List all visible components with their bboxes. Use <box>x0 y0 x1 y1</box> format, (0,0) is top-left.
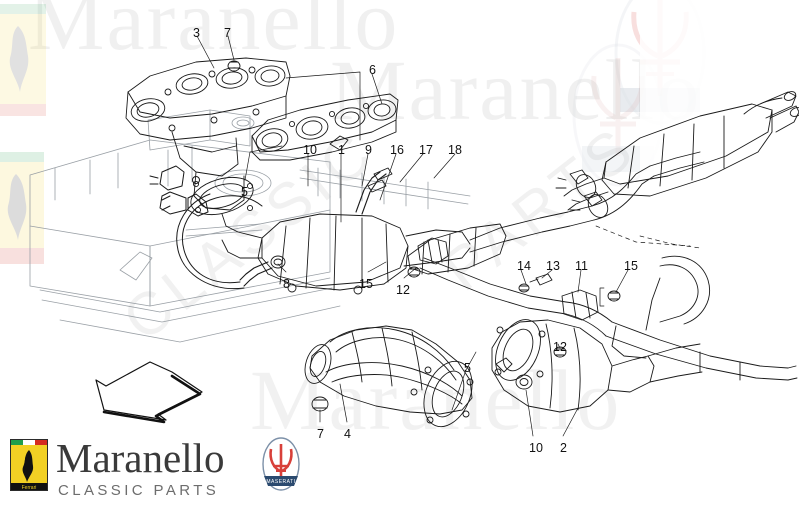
callout-9[interactable]: 9 <box>365 143 372 157</box>
ferrari-shield-icon: Ferrari <box>10 439 48 491</box>
ferrari-badge-text: Ferrari <box>22 485 37 491</box>
callout-10[interactable]: 10 <box>303 143 317 157</box>
manifold-gasket-upper <box>251 71 399 161</box>
callout-12[interactable]: 12 <box>396 283 410 297</box>
catalytic-converter-lower <box>491 319 703 413</box>
footer-branding: Ferrari Maranello CLASSIC PARTS MASERATI <box>0 430 799 505</box>
maserati-badge-text: MASERATI <box>266 479 295 485</box>
callout-13[interactable]: 13 <box>546 259 560 273</box>
intermediate-pipe-assembly <box>407 237 621 358</box>
engine-block-outline <box>29 109 471 343</box>
callout-7[interactable]: 7 <box>317 427 324 441</box>
front-pipe-resonator <box>407 151 705 275</box>
callout-5[interactable]: 5 <box>464 361 471 375</box>
callout-5[interactable]: 5 <box>241 185 248 199</box>
rear-right-pipe <box>605 235 798 381</box>
callout-8[interactable]: 8 <box>283 277 290 291</box>
maserati-logo-icon: MASERATI <box>262 437 300 491</box>
callout-4[interactable]: 4 <box>344 427 351 441</box>
exhaust-manifold-lower <box>304 325 474 428</box>
callout-18[interactable]: 18 <box>448 143 462 157</box>
exhaust-manifold-upper <box>125 57 291 216</box>
forward-direction-arrow <box>95 361 203 424</box>
brand-name: Maranello <box>56 435 225 481</box>
callout-6[interactable]: 6 <box>369 63 376 77</box>
callout-10[interactable]: 10 <box>529 441 543 455</box>
callout-12[interactable]: 12 <box>553 340 567 354</box>
callout-7[interactable]: 7 <box>224 26 231 40</box>
callout-16[interactable]: 16 <box>390 143 404 157</box>
callout-17[interactable]: 17 <box>419 143 433 157</box>
callout-15[interactable]: 15 <box>624 259 638 273</box>
sensor-wiring-harness <box>149 165 263 290</box>
catalytic-converter-upper <box>221 167 471 295</box>
brand-tagline: CLASSIC PARTS <box>58 482 220 499</box>
callout-11[interactable]: 11 <box>575 259 588 273</box>
callout-leader-lines <box>196 35 629 437</box>
callout-2[interactable]: 2 <box>560 441 567 455</box>
callout-1[interactable]: 1 <box>338 143 345 157</box>
callout-14[interactable]: 14 <box>517 259 531 273</box>
rear-muffler-assembly <box>555 91 799 247</box>
callout-15[interactable]: 15 <box>359 277 373 291</box>
callout-3[interactable]: 3 <box>193 26 200 40</box>
